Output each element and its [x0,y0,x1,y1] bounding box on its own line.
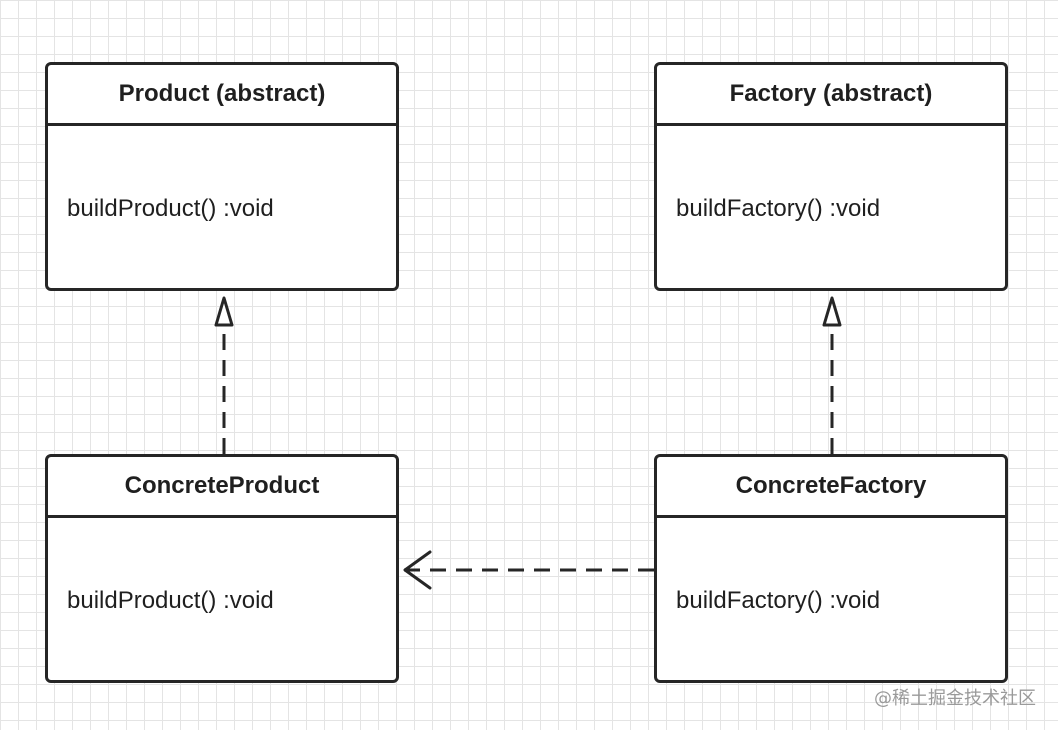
method-build-product-concrete: buildProduct() :void [67,586,274,614]
class-box-concrete-factory[interactable]: ConcreteFactory buildFactory() :void [654,454,1008,683]
watermark-text: @稀土掘金技术社区 [874,688,1036,709]
class-body-concrete-product: buildProduct() :void [48,518,396,680]
class-box-concrete-product[interactable]: ConcreteProduct buildProduct() :void [45,454,399,683]
class-name-factory: Factory (abstract) [657,65,1005,126]
method-build-product: buildProduct() :void [67,194,274,222]
class-body-concrete-factory: buildFactory() :void [657,518,1005,680]
class-box-factory[interactable]: Factory (abstract) buildFactory() :void [654,62,1008,291]
realization-arrowhead-factory [822,296,842,327]
method-build-factory: buildFactory() :void [676,194,881,222]
class-box-product[interactable]: Product (abstract) buildProduct() :void [45,62,399,291]
class-name-concrete-product: ConcreteProduct [48,457,396,518]
class-name-concrete-factory: ConcreteFactory [657,457,1005,518]
realization-arrowhead-product [214,296,234,327]
method-build-factory-concrete: buildFactory() :void [676,586,881,614]
class-body-product: buildProduct() :void [48,126,396,288]
class-name-product: Product (abstract) [48,65,396,126]
class-body-factory: buildFactory() :void [657,126,1005,288]
dependency-arrowhead [403,550,432,590]
